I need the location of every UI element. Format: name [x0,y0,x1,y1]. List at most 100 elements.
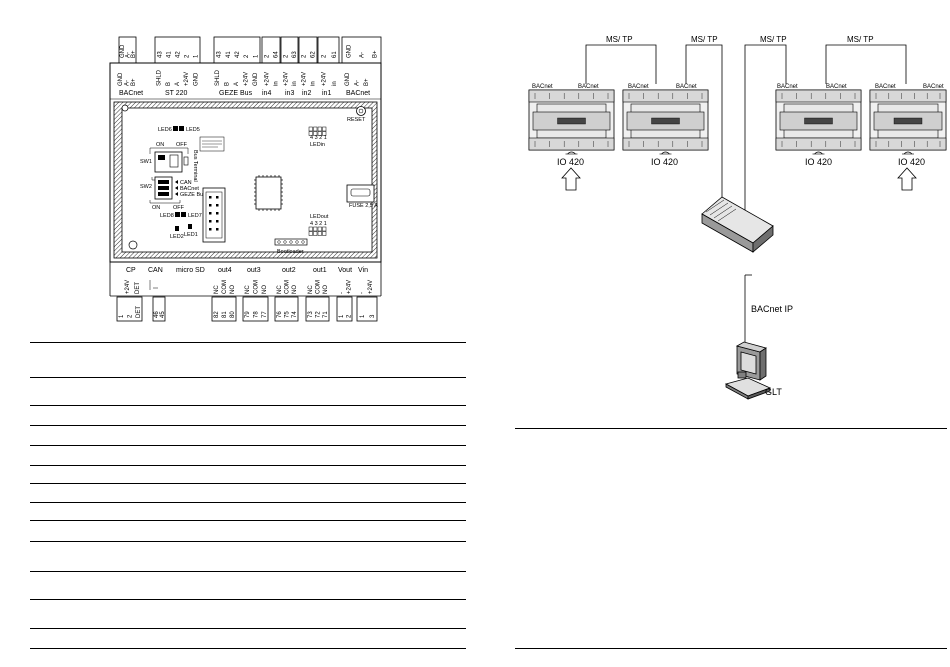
led-out-cell [313,231,318,236]
bacnet-label-5: BACnet [777,84,798,90]
led-out-cell [317,231,322,236]
bottom-group-label: out1 [313,267,327,274]
led2-indicator [175,226,179,231]
glt-computer [724,341,772,400]
top-group-label: BACnet [119,90,143,97]
table-rule-14 [30,648,466,649]
input-arrow-left [561,167,581,191]
top-group-label: BACnet [346,90,370,97]
bottom-terminal-pin: 81 [222,311,228,318]
top-terminal-pin: 42 [235,51,241,58]
table-rule-6 [30,465,466,466]
inner-bottom-pin: +24V [346,280,352,294]
header-pin [209,228,212,231]
header-pin [209,204,212,207]
bottom-terminal-pin: 75 [285,311,291,318]
top-terminal-pin: B+ [131,50,137,58]
header-pin [216,204,219,207]
bus-term-label: Bus Terminal [192,150,198,182]
ms-tp-bus-1 [585,44,907,210]
top-terminal-1 [154,36,201,64]
bacnet-label-6: BACnet [826,84,847,90]
inner-bottom-pin: COM [285,280,291,294]
bottom-terminal-pin: 73 [308,311,314,318]
bottom-terminal-pin: 82 [214,311,220,318]
table-rule-9 [30,520,466,521]
network-diagram: MS/ TP MS/ TP MS/ TP MS/ TP BACnet BACne… [528,35,947,400]
inner-bottom-pin: NO [262,285,268,294]
reset-button-inner [358,108,364,114]
ms-tp-label-2: MS/ TP [691,35,718,44]
top-terminal-pin: 2 [265,54,271,58]
top-terminal-5 [298,36,318,64]
bottom-terminal-pin: 46 [154,311,160,318]
inner-top-pin: +24V [302,72,308,86]
inner-top-pin: A [175,82,181,86]
inner-top-pin: +24V [283,72,289,86]
inner-bottom-pin: NC [308,285,314,294]
bacnet-label-2: BACnet [578,84,599,90]
bacnet-label-1: BACnet [532,84,553,90]
inner-top-pin: GND [193,72,199,86]
top-terminal-pin: A- [360,52,366,58]
led-in-nums: 4 3 2 1 [310,135,327,141]
bottom-terminal-pin: 71 [323,311,329,318]
table-rule-1 [30,342,466,343]
sw1-bracket [149,147,189,154]
ms-tp-label-1: MS/ TP [606,35,633,44]
fuse-body [350,188,371,197]
io-label-3: IO 420 [805,157,832,167]
led-in-cell [317,131,322,136]
pin-header-pins [209,196,219,231]
io-module-1 [622,89,709,155]
table-rule-3 [30,405,466,406]
inner-top-pin: +24V [244,72,250,86]
table-rule-11 [30,571,466,572]
led-in-cell [313,126,318,132]
bottom-group-label: Vin [358,267,368,274]
inner-top-pin: SHLD [215,69,221,86]
sw1-slider-1 [158,155,165,160]
inner-top-pin: B [224,82,230,86]
bottom-terminal-pin: 2 [346,314,352,318]
table-rule-13 [30,628,466,629]
sw1-label: SW1 [140,159,152,165]
led-out-cell [313,226,318,232]
inner-bottom-pin: +24V [368,280,374,294]
header-pin [216,228,219,231]
header-pin [209,196,212,199]
inner-bottom-pin: +24V [125,280,131,294]
bootloader-pin [301,240,305,244]
led-out-cell [308,231,313,236]
inner-top-pin: B [166,82,172,86]
inner-bottom-pin: NC [214,285,220,294]
top-terminal-pin: 1 [194,54,200,58]
inner-top-pin: A- [355,80,361,86]
top-terminal-pin: 2 [302,54,308,58]
led1-label: LED1 [184,232,198,238]
top-terminal-pin: 63 [292,51,298,58]
led-in-label: LEDin [310,142,325,148]
table-rule-2 [30,377,466,378]
inner-top-pin: SHLD [157,69,163,86]
led-out-cell [317,226,322,232]
top-terminal-6 [317,36,340,64]
inner-top-pin: in [311,81,317,86]
led-in-cell [322,126,327,132]
top-terminal-pin: 62 [311,51,317,58]
inner-bottom-pin: NC [277,285,283,294]
top-terminal-pin: 41 [226,51,232,58]
table-rule-5 [30,445,466,446]
inner-top-pin: in [332,81,338,86]
top-group-label: in2 [302,90,311,97]
mount-hole-bottom-left [128,240,138,250]
top-terminal-3 [261,36,281,64]
sw2-bracket-bottom [149,200,181,204]
sw2-slider-1 [158,180,169,184]
header-pin [216,212,219,215]
led-in-cell [308,131,313,136]
